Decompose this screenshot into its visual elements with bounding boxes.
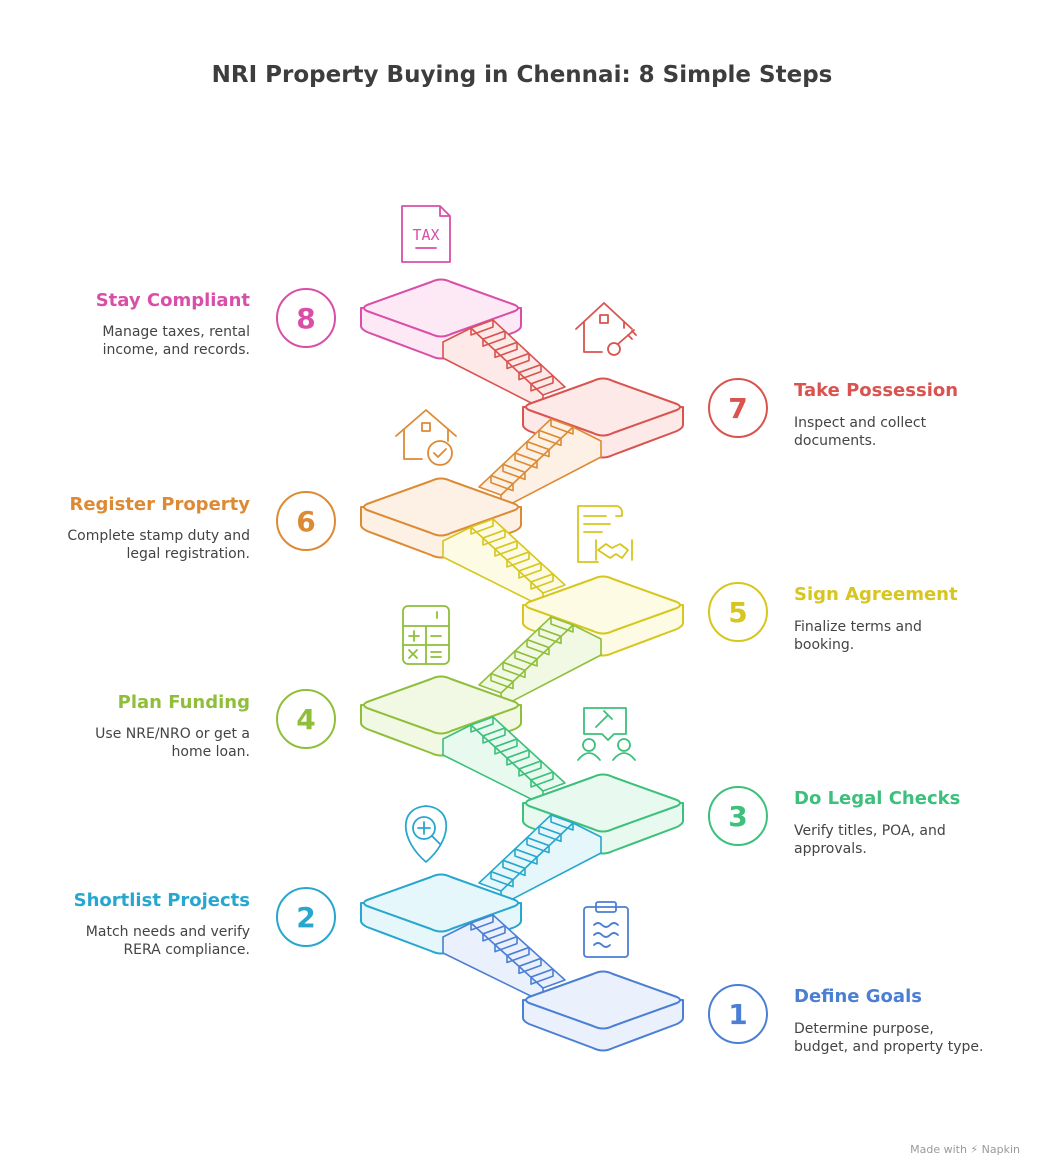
step-number-badge: 3 [708,786,768,846]
step-title: Define Goals [794,986,922,1007]
step-description: Complete stamp duty and legal registratio… [50,527,250,563]
contract-handshake-icon [577,505,633,563]
step-number-badge: 7 [708,378,768,438]
platform-step-5 [522,575,684,657]
platform-step-3 [522,773,684,855]
house-key-icon [575,302,637,356]
location-search-icon [404,805,448,863]
stairs-to-step-3 [442,716,566,806]
step-description-line: approvals. [794,841,867,857]
step-description-line: home loan. [171,744,251,760]
platform-step-7 [522,377,684,459]
step-description: Finalize terms and booking. [794,618,994,654]
page-title: NRI Property Buying in Chennai: 8 Simple… [211,62,833,88]
step-description-line: Use NRE/NRO or get a [95,726,250,742]
stairs-to-step-1 [442,914,566,1003]
house-check-icon [395,409,457,466]
step-description-line: Inspect and collect [794,415,927,431]
step-description-line: Manage taxes, rental [102,324,250,340]
tax-label: TAX [412,226,439,244]
step-description-line: booking. [794,637,855,653]
step-number-badge: 6 [276,491,336,551]
stairs-to-step-7 [442,319,566,410]
step-description-line: RERA compliance. [123,942,250,958]
step-description: Verify titles, POA, and approvals. [794,822,994,858]
platform-step-2 [360,873,522,955]
step-description-line: Verify titles, POA, and [794,823,946,839]
platform-step-8 [360,278,522,360]
step-description-line: Match needs and verify [85,924,250,940]
step-description-line: Complete stamp duty and [67,528,250,544]
platform-step-6 [360,477,522,559]
step-description-line: legal registration. [126,546,250,562]
step-title: Take Possession [794,380,959,401]
step-description-line: documents. [794,433,877,449]
stairs-to-step-6 [478,418,602,510]
step-number-badge: 5 [708,582,768,642]
step-title: Plan Funding [117,692,250,713]
platform-step-4 [360,675,522,757]
step-description: Manage taxes, rental income, and records. [50,323,250,359]
step-description-line: Determine purpose, [794,1021,934,1037]
platform-step-1 [522,970,684,1052]
stairs-to-step-5 [442,518,566,608]
stairs-to-step-4 [478,616,602,708]
step-number-badge: 1 [708,984,768,1044]
tax-document-icon: TAX [401,205,451,263]
calculator-icon [402,605,450,665]
step-description: Inspect and collect documents. [794,414,994,450]
step-description: Use NRE/NRO or get a home loan. [50,725,250,761]
step-description: Determine purpose, budget, and property t… [794,1020,994,1056]
step-title: Shortlist Projects [73,890,250,911]
step-title: Register Property [69,494,250,515]
step-number-badge: 2 [276,887,336,947]
clipboard-icon [583,901,629,958]
step-description-line: Finalize terms and [794,619,922,635]
step-number-badge: 8 [276,288,336,348]
step-title: Do Legal Checks [794,788,961,809]
footer-credit: Made with ⚡ Napkin [910,1143,1020,1156]
legal-consult-icon [577,707,636,761]
stairs-to-step-2 [478,814,602,906]
step-number-badge: 4 [276,689,336,749]
step-description-line: budget, and property type. [794,1039,984,1055]
step-description-line: income, and records. [102,342,250,358]
step-title: Stay Compliant [95,290,250,311]
step-title: Sign Agreement [794,584,958,605]
